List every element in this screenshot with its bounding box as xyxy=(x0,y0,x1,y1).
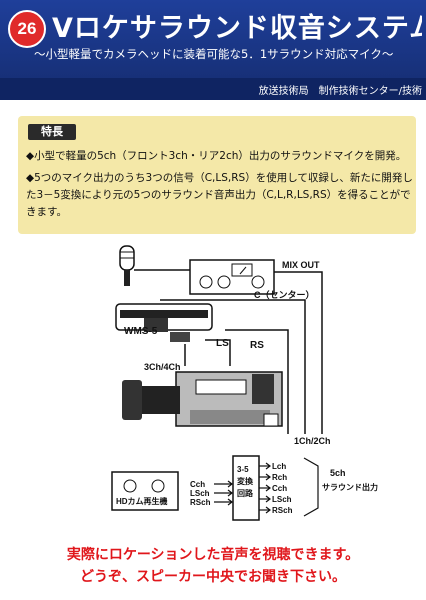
surround-out-label: サラウンド出力 xyxy=(322,482,378,492)
surround-out-count: 5ch xyxy=(330,468,346,478)
output-rch: Rch xyxy=(272,473,287,482)
output-cch: Cch xyxy=(272,484,287,493)
converter-box xyxy=(232,455,260,521)
footer-line-1: 実際にロケーションした音声を視聴できます。 xyxy=(66,547,360,563)
content-area: 特長 ◆小型で軽量の5ch（フロント3ch・リア2ch）出力のサラウンドマイクを… xyxy=(0,100,426,600)
footer-line-2: どうぞ、スピーカー中央でお聞き下さい。 xyxy=(80,569,346,585)
output-lch: Lch xyxy=(272,462,286,471)
output-arrows xyxy=(259,462,271,514)
input-lsch: LSch xyxy=(190,489,210,498)
converter-line-2: 変換 xyxy=(237,476,254,486)
page-subtitle: ～小型軽量でカメラヘッドに装着可能な5．1サラウンド対応マイク～ xyxy=(34,47,394,61)
input-rsch: RSch xyxy=(190,498,211,507)
signal-lines xyxy=(134,269,323,434)
page-title: Vロケサラウンド収音システム xyxy=(52,13,422,44)
mixer-icon xyxy=(189,259,275,295)
exhibit-number-badge: 26 xyxy=(8,10,46,48)
hd-player-label: HDカム再生機 xyxy=(116,496,168,506)
output-bracket xyxy=(303,457,319,517)
output-rsch: RSch xyxy=(272,506,293,515)
ch12-label: 1Ch/2Ch xyxy=(294,436,331,446)
converter-line-3: 回路 xyxy=(237,488,254,498)
converter-line-1: 3-5 xyxy=(237,465,249,474)
system-diagram: MIX OUT C（センター） WMS-5 LS RS 3Ch/4Ch xyxy=(111,245,378,521)
feature-bullet-1: ◆小型で軽量の5ch（フロント3ch・リア2ch）出力のサラウンドマイクを開発。 xyxy=(26,150,407,162)
header: 26 Vロケサラウンド収音システム ～小型軽量でカメラヘッドに装着可能な5．1サ… xyxy=(0,0,426,78)
ls-label: LS xyxy=(216,338,229,349)
department-bar: 放送技術局 制作技術センター/技術 xyxy=(0,78,426,100)
mix-out-label: MIX OUT xyxy=(282,260,320,270)
handheld-mic-icon xyxy=(119,245,135,286)
input-cch: Cch xyxy=(190,480,205,489)
department-label: 放送技術局 制作技術センター/技術 xyxy=(258,86,422,97)
input-arrows xyxy=(214,480,233,506)
center-channel-label: C（センター） xyxy=(254,289,315,300)
features-box: 特長 ◆小型で軽量の5ch（フロント3ch・リア2ch）出力のサラウンドマイクを… xyxy=(18,116,416,234)
features-tag: 特長 xyxy=(28,124,76,140)
mic-model-label: WMS-5 xyxy=(124,326,158,337)
surround-mic-icon xyxy=(115,303,213,342)
rs-label: RS xyxy=(250,340,264,351)
ch34-label: 3Ch/4Ch xyxy=(144,362,181,372)
hd-player-icon xyxy=(111,471,179,511)
camera-icon xyxy=(122,371,283,427)
output-lsch: LSch xyxy=(272,495,292,504)
feature-bullet-2: ◆5つのマイク出力のうち3つの信号（C,LS,RS）を使用して収録し、新たに開発… xyxy=(26,172,413,218)
